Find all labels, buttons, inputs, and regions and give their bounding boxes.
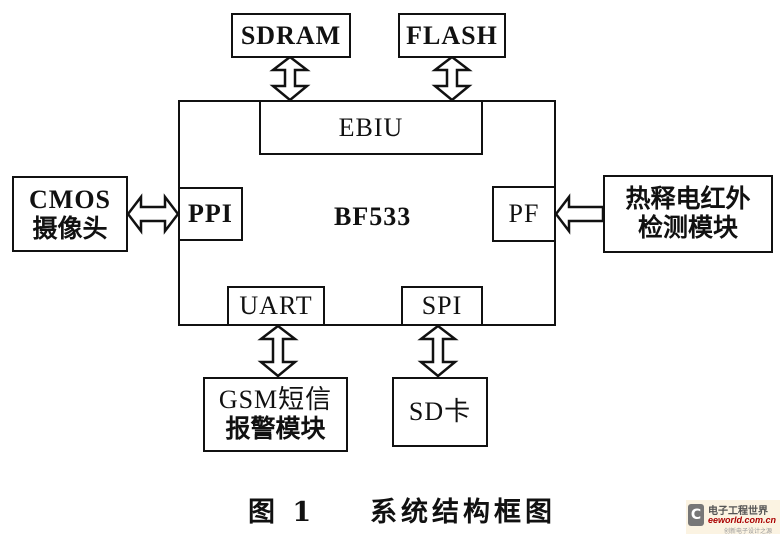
- figure-caption: 图 1 系统结构框图: [248, 490, 556, 529]
- gsm-label-line2: 报警模块: [225, 414, 326, 444]
- eeworld-logo-icon: C: [688, 504, 704, 526]
- ppi-box: PPI: [178, 187, 243, 241]
- gsm-alarm-box: GSM短信 报警模块: [203, 377, 348, 452]
- flash-label: FLASH: [406, 20, 498, 50]
- ebiu-box: EBIU: [259, 100, 483, 155]
- figure-title: 系统结构框图: [370, 497, 556, 528]
- bf533-label: BF533: [334, 202, 412, 231]
- sdram-box: SDRAM: [231, 13, 351, 58]
- cmos-label: CMOS: [29, 184, 111, 214]
- camera-label: 摄像头: [32, 213, 108, 243]
- pf-label: PF: [508, 199, 540, 229]
- ppi-label: PPI: [188, 199, 233, 229]
- uart-label: UART: [239, 291, 313, 321]
- flash-box: FLASH: [398, 13, 506, 58]
- sd-card-box: SD卡: [392, 377, 488, 447]
- watermark-site: eeworld.com.cn: [708, 515, 777, 525]
- cmos-camera-box: CMOS 摄像头: [12, 176, 128, 252]
- watermark-name: 电子工程世界: [708, 506, 768, 517]
- uart-box: UART: [227, 286, 325, 326]
- watermark-tagline: 创新电子设计之源: [724, 528, 773, 535]
- eeworld-watermark: C 电子工程世界 eeworld.com.cn 创新电子设计之源: [686, 500, 780, 535]
- ebiu-label: EBIU: [338, 112, 404, 142]
- arrow-spi-sd: [417, 324, 459, 378]
- spi-box: SPI: [401, 286, 483, 326]
- pf-box: PF: [492, 186, 556, 242]
- sdram-label: SDRAM: [240, 20, 342, 50]
- pir-label-line2: 检测模块: [637, 213, 738, 242]
- sd-card-label: SD卡: [408, 397, 472, 427]
- arrow-sdram-ebiu: [269, 55, 311, 102]
- arrow-uart-gsm: [257, 324, 299, 378]
- arrow-flash-ebiu: [431, 55, 473, 102]
- arrow-cmos-ppi: [126, 193, 180, 235]
- gsm-label-line1: GSM短信: [218, 385, 333, 415]
- spi-label: SPI: [421, 291, 463, 321]
- figure-number: 图 1: [248, 497, 316, 528]
- pir-sensor-box: 热释电红外 检测模块: [603, 175, 773, 253]
- pir-label-line1: 热释电红外: [625, 184, 751, 214]
- arrow-pir-pf: [554, 193, 605, 235]
